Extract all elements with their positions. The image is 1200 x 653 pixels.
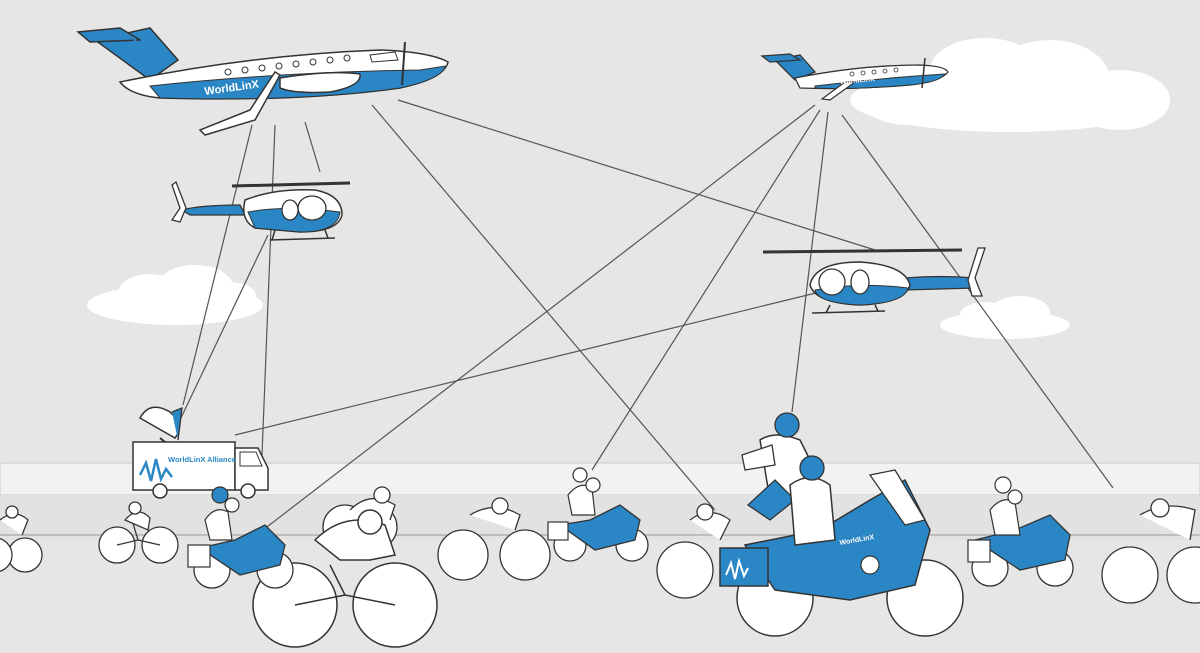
cyclist-right-center (656, 503, 731, 599)
broadcast-truck: WorldLinX Alliance (132, 406, 269, 499)
cloud-right-small (940, 296, 1070, 339)
camera-moto-right (967, 476, 1074, 587)
helicopter-right (762, 247, 986, 314)
camera-moto-main: WorldLinX (719, 412, 964, 637)
helicopter-left (170, 180, 351, 241)
aircraft-left: WorldLinX (76, 27, 449, 136)
cyclist-left-2 (98, 501, 179, 564)
aircraft-right: WorldLinX (760, 53, 949, 101)
camera-moto-center (547, 467, 649, 562)
cloud-top-right (850, 38, 1170, 132)
camera-moto-left (187, 486, 294, 589)
plane-right-livery: WorldLinX (840, 76, 876, 86)
truck-livery: WorldLinX Alliance (168, 455, 236, 464)
cyclist-center (437, 497, 551, 581)
cloud-left (87, 265, 263, 325)
transmission-links (179, 99, 1114, 541)
cyclist-far-right (1101, 498, 1200, 604)
cyclist-far-left (0, 505, 43, 573)
